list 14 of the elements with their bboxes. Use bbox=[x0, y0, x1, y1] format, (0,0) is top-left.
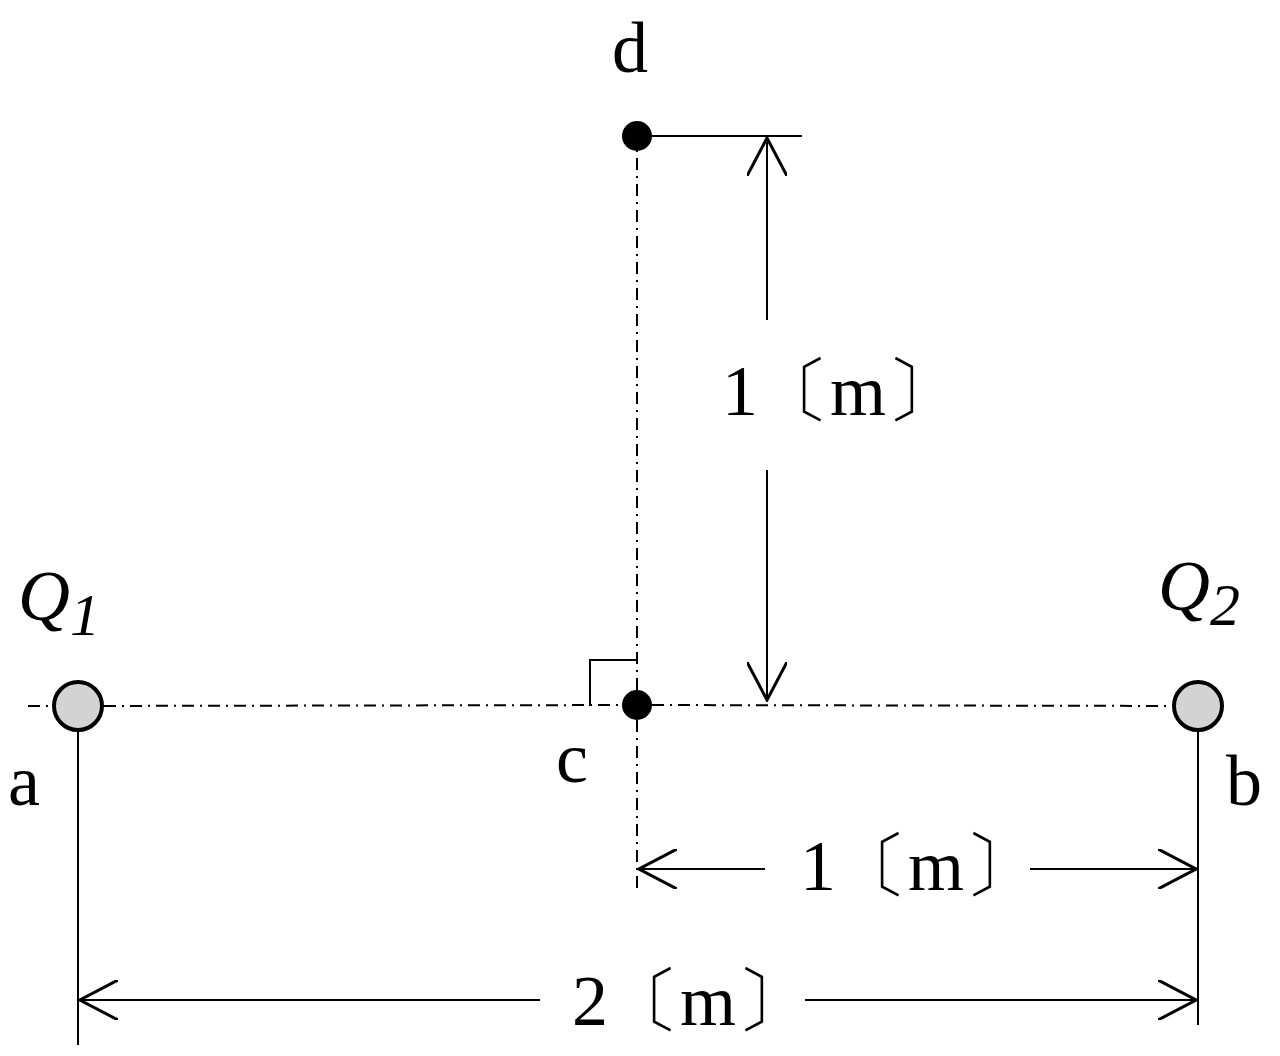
center-line bbox=[636, 150, 638, 691]
dimension-label: 1〔m〕 bbox=[800, 830, 1036, 902]
point-label: a bbox=[8, 745, 40, 817]
dimension-label: 1〔m〕 bbox=[722, 355, 958, 427]
charge-circle bbox=[1172, 680, 1224, 732]
dimension-label: 2〔m〕 bbox=[572, 965, 808, 1037]
point-label: b bbox=[1226, 745, 1262, 817]
point-dot bbox=[622, 690, 652, 720]
point-dot bbox=[622, 121, 652, 151]
point-label: d bbox=[612, 12, 648, 84]
point-label: c bbox=[556, 722, 588, 794]
charge-label: Q$_{2}$ bbox=[1158, 550, 1240, 636]
charge-label: Q$_{1}$ bbox=[18, 560, 100, 646]
charge-circle bbox=[52, 680, 104, 732]
